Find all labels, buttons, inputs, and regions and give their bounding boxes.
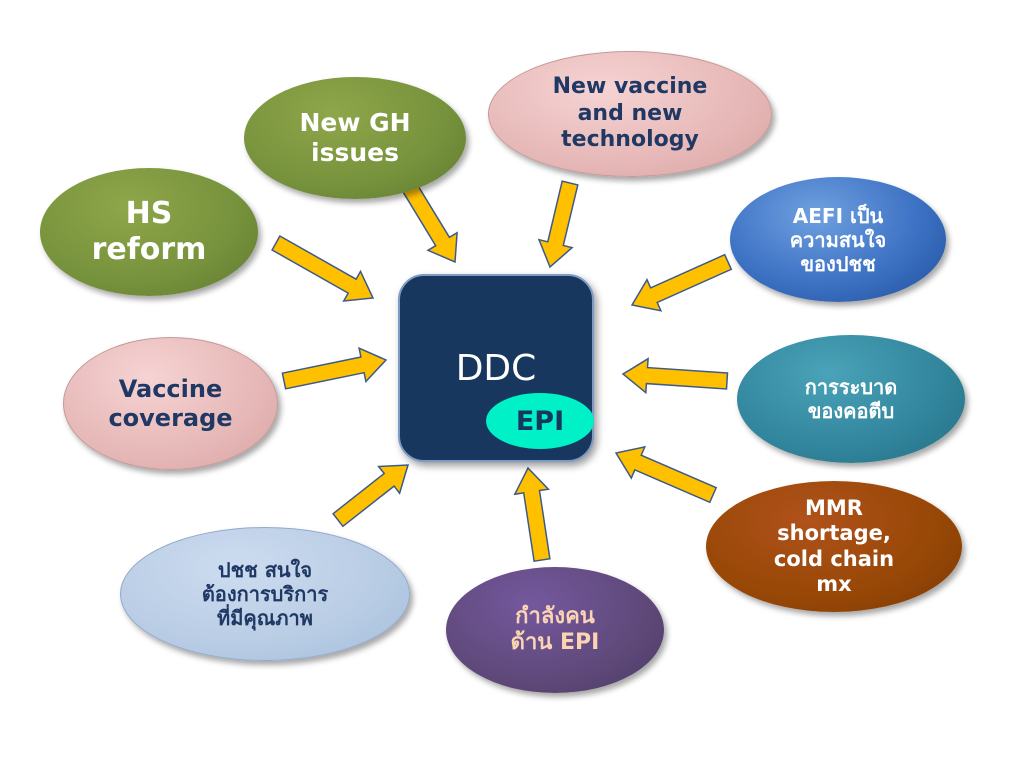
- node-hs-reform: HS reform: [40, 168, 258, 296]
- node-vaccine-coverage: Vaccine coverage: [63, 337, 278, 470]
- center-badge: EPI: [486, 393, 594, 449]
- arrow-vaccine-coverage: [281, 346, 388, 390]
- node-new-gh-issues: New GH issues: [244, 77, 466, 199]
- node-public-service: ปชช สนใจ ต้องการบริการ ที่มีคุณภาพ: [120, 527, 410, 661]
- arrow-public-service: [332, 464, 410, 528]
- arrow-diphtheria: [621, 357, 729, 395]
- arrow-new-vaccine: [537, 180, 579, 269]
- arrow-hs-reform: [271, 234, 375, 302]
- node-diphtheria: การระบาด ของคอตีบ: [737, 335, 965, 463]
- center-title: DDC: [455, 348, 537, 389]
- arrow-aefi: [630, 253, 733, 312]
- arrow-mmr-shortage: [614, 445, 718, 504]
- node-aefi: AEFI เป็น ความสนใจ ของปชช: [730, 177, 946, 302]
- arrow-epi-workforce: [513, 466, 551, 563]
- node-mmr-shortage: MMR shortage, cold chain mx: [706, 481, 962, 612]
- node-new-vaccine: New vaccine and new technology: [488, 51, 772, 177]
- arrow-new-gh-issues: [402, 182, 458, 264]
- node-epi-workforce: กำลังคน ด้าน EPI: [446, 567, 664, 693]
